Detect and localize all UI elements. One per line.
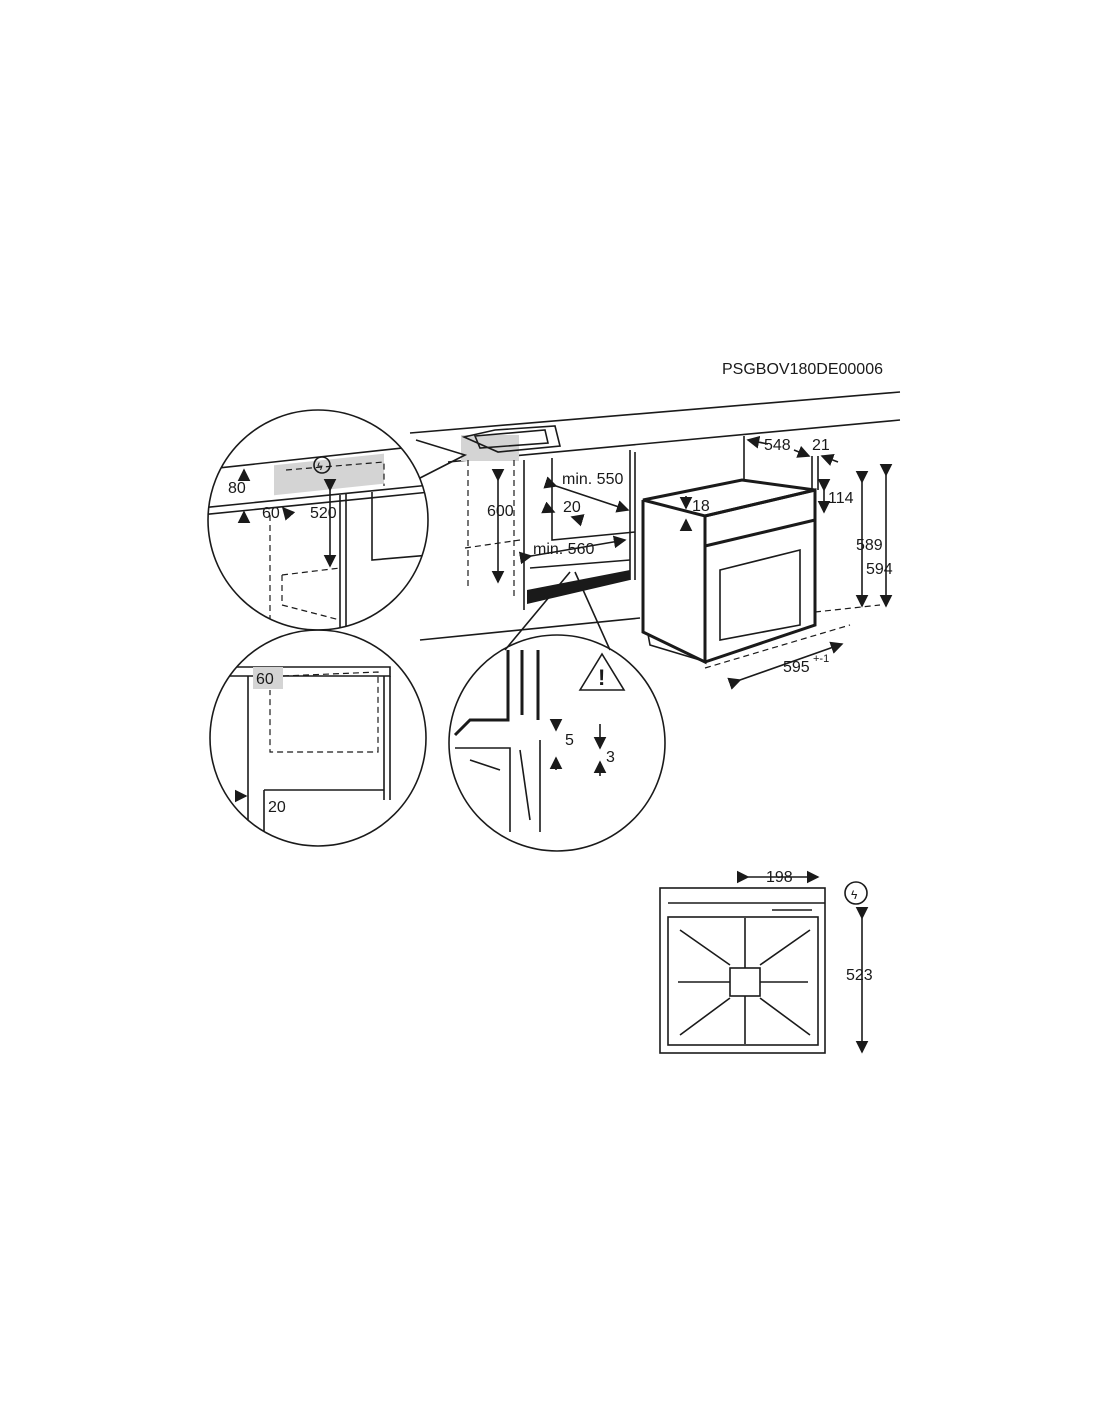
power-symbol-rear: ϟ [851, 888, 858, 902]
oven [641, 478, 817, 665]
power-symbol: ϟ [317, 461, 323, 473]
dim-589: 589 [856, 537, 883, 554]
dim-520: 520 [310, 505, 337, 522]
detail-floor: ! [448, 571, 666, 852]
dim-114: 114 [828, 490, 854, 507]
drawing-code: PSGBOV180DE00006 [722, 361, 883, 378]
dim-548: 548 [764, 437, 791, 454]
dim-18: 18 [692, 498, 710, 515]
dim-80: 80 [228, 480, 246, 497]
dim-21: 21 [812, 437, 830, 454]
dim-594: 594 [866, 561, 893, 578]
warning-icon: ! [598, 665, 605, 690]
dim-3: 3 [606, 749, 615, 766]
dim-523: 523 [846, 967, 873, 984]
worktop [409, 391, 901, 641]
detail-socket: ϟ [207, 409, 468, 631]
detail-side [209, 629, 427, 847]
dim-198: 198 [766, 869, 793, 886]
dim-60-socket: 60 [262, 505, 280, 522]
dim-600: 600 [487, 503, 514, 520]
rear-view: ϟ [659, 881, 868, 1054]
dim-20: 20 [563, 499, 581, 516]
dim-60-side: 60 [256, 671, 274, 688]
dim-595-tolerance: +-1 [813, 653, 829, 665]
dim-5: 5 [565, 732, 574, 749]
dim-min-550: min. 550 [562, 471, 623, 488]
dim-595: 595 [783, 659, 810, 676]
dim-20-side: 20 [268, 799, 286, 816]
dim-min-560: min. 560 [533, 541, 594, 558]
